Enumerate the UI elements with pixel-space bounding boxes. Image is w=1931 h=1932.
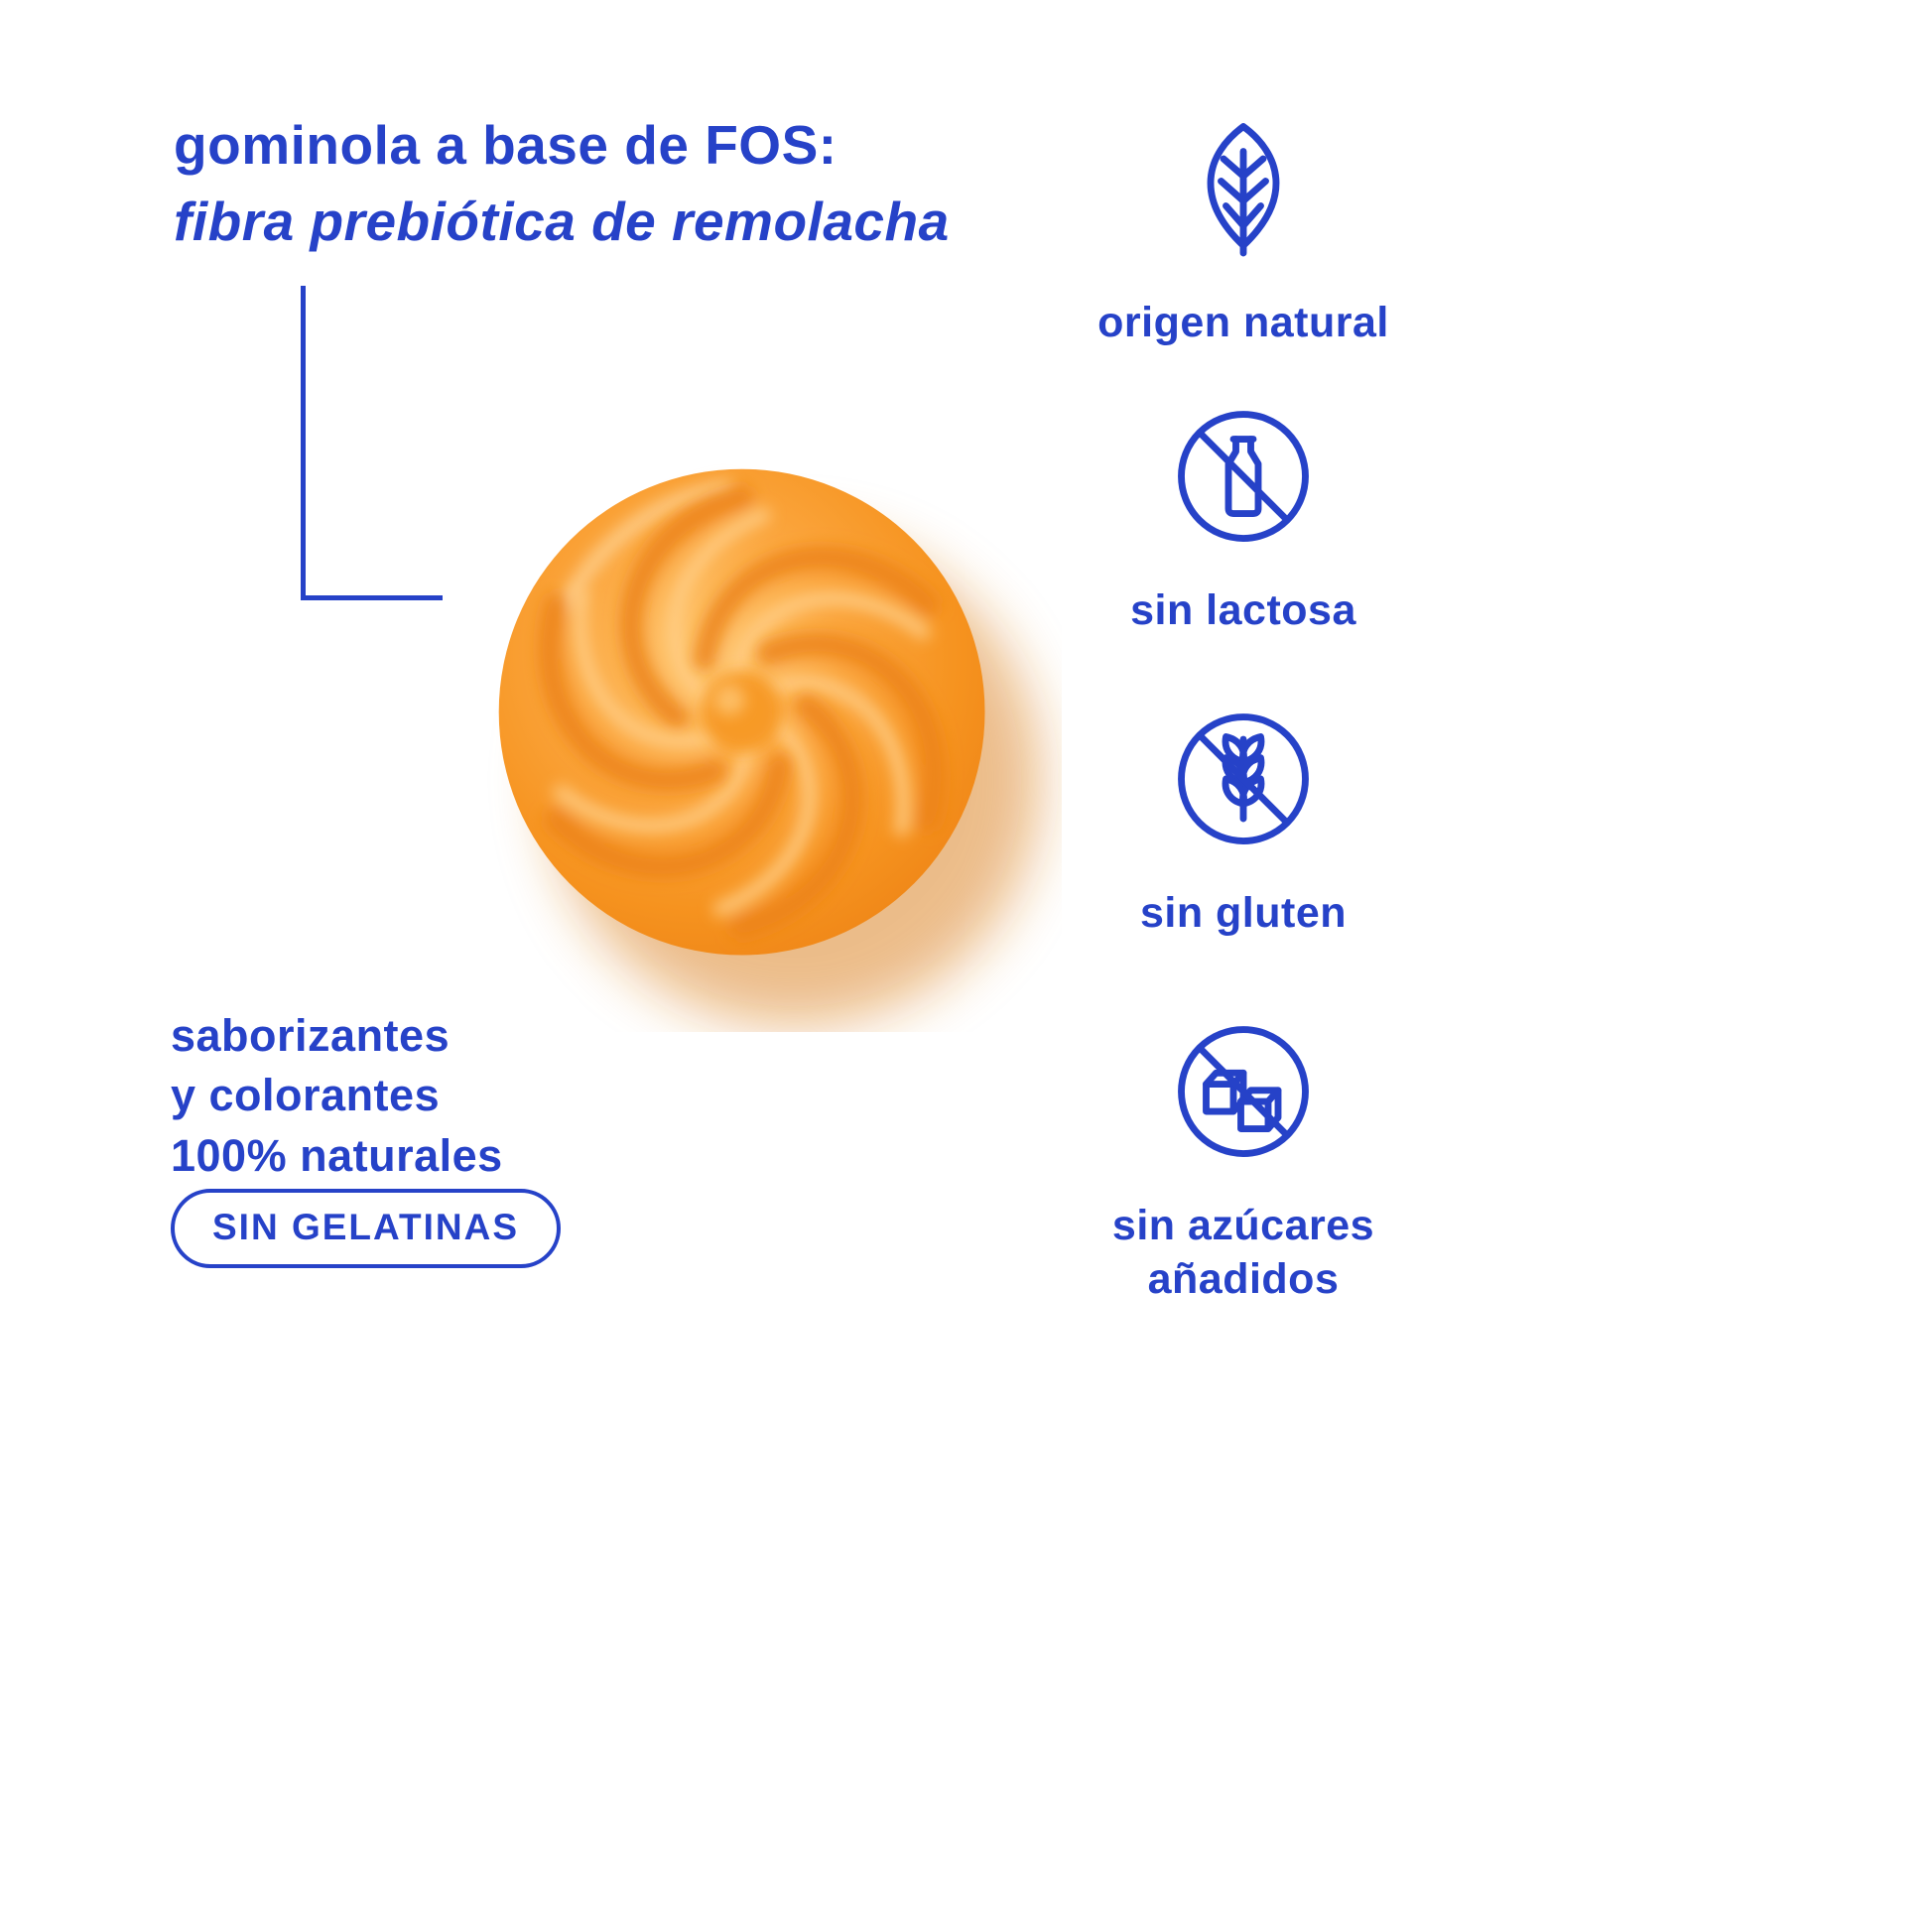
feature-origen-natural: origen natural (1030, 114, 1457, 350)
connector-line (301, 286, 443, 600)
title-block: gominola a base de FOS: fibra prebiótica… (174, 111, 950, 256)
notes-line3: 100% naturales (171, 1129, 503, 1181)
leaf-icon (1030, 114, 1457, 263)
badge-label: SIN GELATINAS (212, 1207, 519, 1247)
no-added-sugar-icon (1030, 1017, 1457, 1166)
feature-label: sin azúcares añadidos (1111, 1202, 1375, 1303)
feature-sin-lactosa: sin lactosa (1030, 402, 1457, 638)
notes-line1: saborizantes (171, 1010, 451, 1061)
feature-sin-azucares: sin azúcares añadidos (1030, 1017, 1457, 1307)
no-gluten-icon (1030, 705, 1457, 853)
feature-label: sin gluten (1139, 889, 1348, 937)
no-lactose-icon (1030, 402, 1457, 551)
feature-label: sin lactosa (1130, 586, 1356, 634)
gummy-image (447, 417, 1062, 1032)
title-line1: gominola a base de FOS: (174, 114, 837, 176)
notes-block: saborizantes y colorantes 100% naturales (171, 1006, 503, 1186)
notes-line2: y colorantes (171, 1070, 441, 1121)
feature-label: origen natural (1097, 299, 1389, 346)
sin-gelatinas-badge: SIN GELATINAS (171, 1189, 561, 1268)
title-line2: fibra prebiótica de remolacha (174, 190, 950, 252)
feature-sin-gluten: sin gluten (1030, 705, 1457, 941)
